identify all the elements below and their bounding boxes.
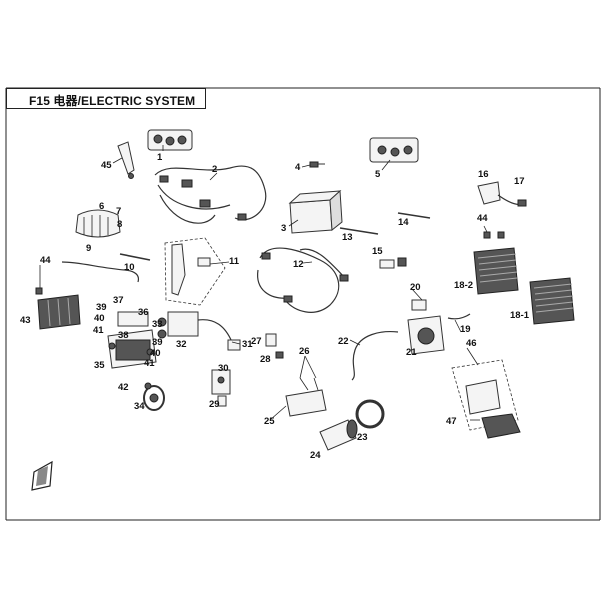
callout-16: 16 xyxy=(478,169,489,180)
callout-44-right: 44 xyxy=(477,213,488,224)
part-lead-wire xyxy=(61,261,140,283)
callout-5: 5 xyxy=(375,169,381,180)
callout-13: 13 xyxy=(342,232,353,243)
callout-47: 47 xyxy=(446,416,457,427)
part-sensor-group xyxy=(164,237,226,306)
callout-3: 3 xyxy=(281,223,286,234)
callout-2: 2 xyxy=(212,164,217,175)
part-ignition-coil xyxy=(75,209,121,238)
part-rod-14 xyxy=(397,212,431,219)
leader-lines xyxy=(39,145,488,421)
callout-12: 12 xyxy=(293,259,304,270)
part-bolt-42 xyxy=(144,382,152,390)
callout-32: 32 xyxy=(176,339,187,350)
callout-40b: 40 xyxy=(150,348,161,359)
part-connector-set xyxy=(147,129,193,151)
callout-38: 38 xyxy=(118,330,129,341)
part-fuse-box xyxy=(107,311,157,369)
part-fuse-block-43 xyxy=(37,294,81,330)
part-cylinder-24 xyxy=(319,419,358,451)
callout-10: 10 xyxy=(124,262,135,273)
callout-24: 24 xyxy=(310,450,321,461)
callout-18-1: 18-1 xyxy=(510,310,530,321)
callout-36: 36 xyxy=(138,307,149,318)
part-bolt-44-right xyxy=(483,231,505,239)
callout-17: 17 xyxy=(514,176,525,187)
callout-35: 35 xyxy=(94,360,105,371)
diagram-title: F15 电器/ELECTRIC SYSTEM xyxy=(29,94,196,108)
callout-46: 46 xyxy=(466,338,477,349)
callout-45: 45 xyxy=(101,160,112,171)
callout-15: 15 xyxy=(372,246,383,257)
part-regulator-18-2 xyxy=(473,247,519,295)
callout-4: 4 xyxy=(295,162,301,173)
part-small-28 xyxy=(275,351,284,359)
callout-30: 30 xyxy=(218,363,229,374)
callout-33: 33 xyxy=(152,319,163,330)
callout-7: 7 xyxy=(116,206,121,217)
callout-31: 31 xyxy=(242,339,253,350)
callout-18-2: 18-2 xyxy=(454,280,473,291)
callout-20: 20 xyxy=(410,282,421,293)
part-bolt-4 xyxy=(309,161,325,168)
part-wire-22 xyxy=(351,330,399,381)
part-horn-34 xyxy=(143,385,165,411)
part-spark-plug xyxy=(117,141,135,179)
title-box: F15 电器/ELECTRIC SYSTEM xyxy=(6,88,206,109)
part-battery xyxy=(288,189,343,234)
callout-41: 41 xyxy=(93,325,104,336)
callout-37: 37 xyxy=(113,295,124,306)
part-wire-harness-top xyxy=(154,165,267,224)
callout-41b: 41 xyxy=(144,358,155,369)
callout-39b: 39 xyxy=(152,337,163,348)
callout-28: 28 xyxy=(260,354,271,365)
part-bracket-29 xyxy=(211,369,231,407)
callout-8: 8 xyxy=(117,219,122,230)
callout-26: 26 xyxy=(299,346,310,357)
part-rod xyxy=(119,253,151,261)
part-fuel-pump xyxy=(451,359,521,439)
callout-11: 11 xyxy=(229,256,240,267)
part-ecu-25 xyxy=(285,377,327,417)
callout-14: 14 xyxy=(398,217,409,228)
callout-29: 29 xyxy=(209,399,220,410)
part-regulator-18-1 xyxy=(529,277,575,325)
callout-40: 40 xyxy=(94,313,105,324)
callout-27: 27 xyxy=(251,336,262,347)
page-corner-icon xyxy=(31,460,53,491)
callout-39: 39 xyxy=(96,302,107,313)
callout-34: 34 xyxy=(134,401,145,412)
callout-1: 1 xyxy=(157,152,163,163)
part-wire-harness-lower xyxy=(257,247,349,313)
part-small-27 xyxy=(265,333,277,347)
part-clamp-23 xyxy=(355,399,385,429)
callout-6: 6 xyxy=(99,201,104,212)
part-relay-assembly xyxy=(407,299,471,355)
callout-22: 22 xyxy=(338,336,349,347)
callout-19: 19 xyxy=(460,324,471,335)
callout-25: 25 xyxy=(264,416,275,427)
callout-43: 43 xyxy=(20,315,31,326)
callout-42: 42 xyxy=(118,382,129,393)
callout-9: 9 xyxy=(86,243,91,254)
callout-21: 21 xyxy=(406,347,417,358)
callout-labels: 1 2 3 4 5 6 7 8 9 10 11 12 13 14 15 16 1… xyxy=(20,152,530,461)
callout-44-left: 44 xyxy=(40,255,51,266)
callout-23: 23 xyxy=(357,432,368,443)
part-bolt-44-left xyxy=(35,287,43,295)
part-clip-15 xyxy=(379,257,407,269)
part-bracket-16 xyxy=(477,181,527,207)
part-starter-relay xyxy=(157,311,241,351)
part-connector-set-5 xyxy=(369,137,419,163)
part-rod-13 xyxy=(339,227,379,235)
